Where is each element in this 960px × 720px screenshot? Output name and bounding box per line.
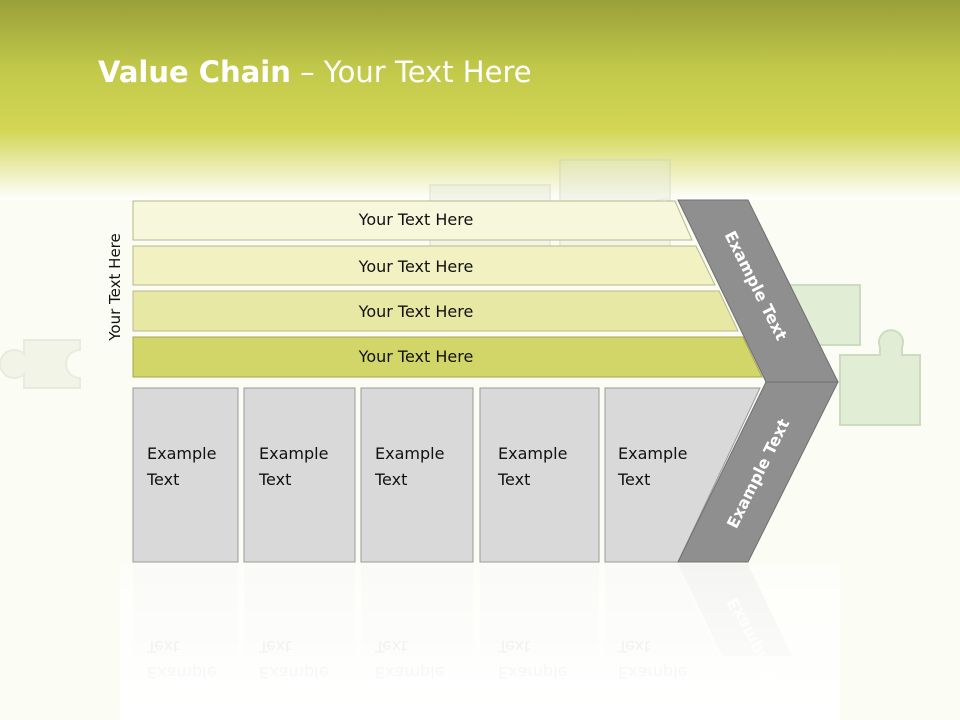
box-text-2-line2: Text — [258, 470, 291, 489]
band-4[interactable] — [132, 336, 763, 378]
activity-box-3[interactable] — [360, 387, 474, 563]
band-label-3: Your Text Here — [358, 302, 474, 321]
box-text-3-line1: Example — [375, 444, 444, 463]
activity-box-4[interactable] — [479, 387, 600, 563]
band-2[interactable] — [132, 245, 716, 286]
puzzle-piece-icon — [839, 329, 921, 426]
reflection-fade — [120, 564, 840, 720]
box-text-5-line2: Text — [617, 470, 650, 489]
band-label-4: Your Text Here — [358, 347, 474, 366]
band-3[interactable] — [132, 290, 739, 332]
box-text-5-line1: Example — [618, 444, 687, 463]
band-label-2: Your Text Here — [358, 257, 474, 276]
box-text-2-line1: Example — [259, 444, 328, 463]
activity-box-2[interactable] — [243, 387, 356, 563]
activity-box-1[interactable] — [132, 387, 239, 563]
puzzle-piece-icon — [0, 339, 81, 389]
box-text-4-line2: Text — [497, 470, 530, 489]
band-1[interactable] — [132, 200, 693, 241]
box-text-1-line2: Text — [146, 470, 179, 489]
band-label-1: Your Text Here — [358, 210, 474, 229]
box-text-4-line1: Example — [498, 444, 567, 463]
box-text-1-line1: Example — [147, 444, 216, 463]
chevron-lower[interactable] — [677, 381, 839, 563]
title-rest: – Your Text Here — [290, 55, 532, 89]
header-band — [0, 0, 960, 200]
box-text-3-line2: Text — [374, 470, 407, 489]
title-bold: Value Chain — [98, 55, 291, 89]
page-title: Value Chain – Your Text Here — [98, 55, 532, 89]
